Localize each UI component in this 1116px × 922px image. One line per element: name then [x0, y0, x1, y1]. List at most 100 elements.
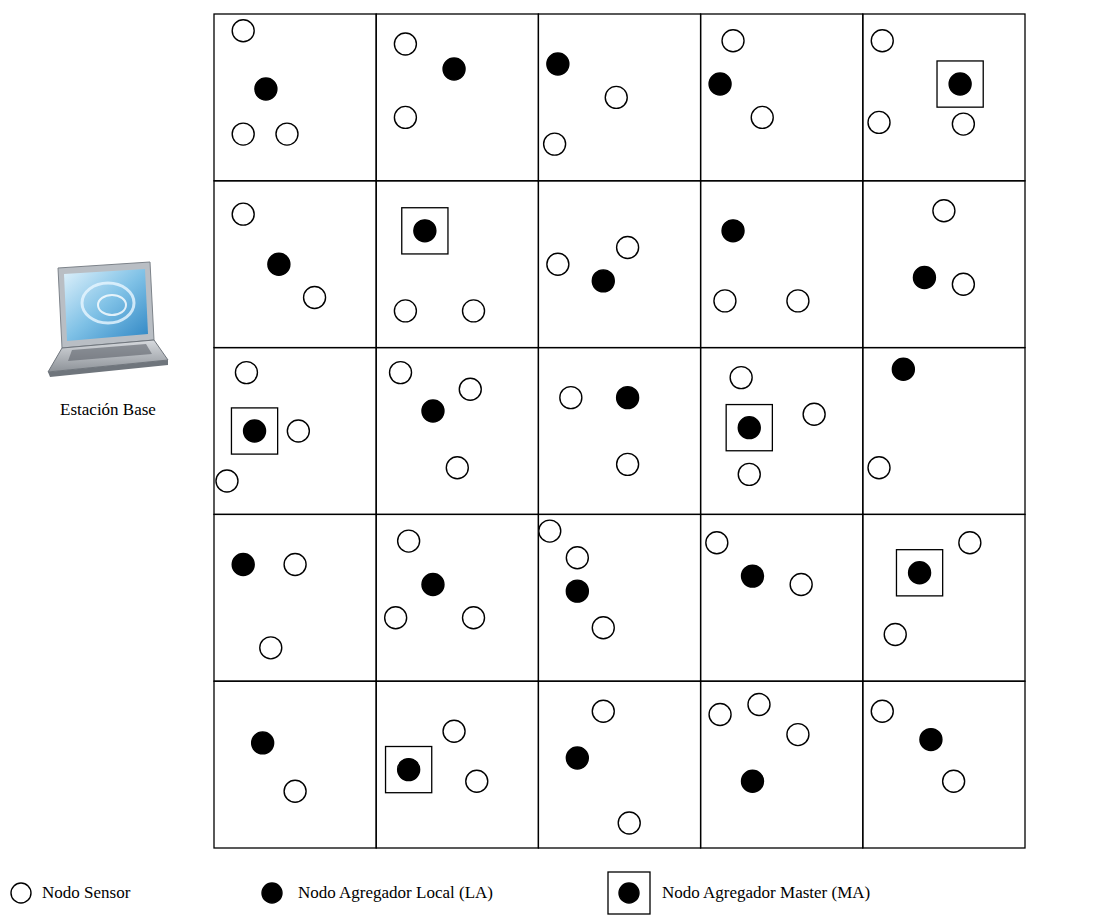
sensor-node [466, 770, 488, 792]
aggregator-node [742, 565, 764, 587]
sensor-node [443, 720, 465, 742]
aggregator-node [592, 270, 614, 292]
master-box [726, 405, 772, 451]
aggregator-node [566, 747, 588, 769]
sensor-node [459, 378, 481, 400]
sensor-node [560, 387, 582, 409]
sensor-node [287, 420, 309, 442]
sensor-node [304, 287, 326, 309]
aggregator-node [244, 420, 266, 442]
grid-cell [701, 514, 863, 681]
master-box [231, 408, 277, 454]
sensor-node [463, 607, 485, 629]
grid-cell [376, 181, 538, 348]
sensor-node [748, 694, 770, 716]
sensor-node [952, 113, 974, 135]
sensor-node [714, 290, 736, 312]
aggregator-node [398, 759, 420, 781]
aggregator-node [252, 732, 274, 754]
grid-cell [701, 681, 863, 848]
sensor-node [260, 637, 282, 659]
legend-label: Nodo Agregador Local (LA) [296, 883, 495, 903]
grid-cell [376, 514, 538, 681]
sensor-node [605, 86, 627, 108]
sensor-node [706, 532, 728, 554]
aggregator-node [422, 400, 444, 422]
sensor-node [216, 470, 238, 492]
aggregator-node [443, 58, 465, 80]
sensor-node [709, 704, 731, 726]
grid-cell [538, 348, 700, 515]
aggregator-node [913, 267, 935, 289]
sensor-node [933, 200, 955, 222]
sensor-node [284, 780, 306, 802]
aggregator-node [255, 78, 277, 100]
sensor-node [276, 123, 298, 145]
grid-cell [376, 681, 538, 848]
sensor-node [790, 573, 812, 595]
laptop-icon [48, 262, 168, 377]
sensor-node [539, 520, 561, 542]
grid-cell [863, 348, 1025, 515]
sensor-node [232, 123, 254, 145]
sensor-node [463, 300, 485, 322]
aggregator-node [422, 573, 444, 595]
sensor-node [394, 33, 416, 55]
sensor-node [446, 457, 468, 479]
aggregator-node [268, 253, 290, 275]
sensor-node [959, 532, 981, 554]
aggregator-node [617, 387, 639, 409]
sensor-grid [214, 14, 1025, 848]
aggregator-node [547, 53, 569, 75]
sensor-node [952, 273, 974, 295]
grid-cell [863, 681, 1025, 848]
legend-label: Nodo Sensor [40, 883, 132, 903]
sensor-node [284, 553, 306, 575]
sensor-node [232, 20, 254, 42]
sensor-node [943, 770, 965, 792]
grid-cell [376, 348, 538, 515]
aggregator-node [892, 358, 914, 380]
sensor-node [11, 883, 31, 903]
grid-cell [701, 181, 863, 348]
sensor-node [803, 403, 825, 425]
sensor-node [871, 30, 893, 52]
sensor-node [884, 623, 906, 645]
sensor-node [751, 106, 773, 128]
aggregator-node [262, 883, 282, 903]
aggregator-node [619, 883, 639, 903]
sensor-node [544, 133, 566, 155]
aggregator-node [566, 580, 588, 602]
sensor-node [787, 724, 809, 746]
grid-cell [214, 14, 376, 181]
legend-label: Nodo Agregador Master (MA) [660, 883, 872, 903]
master-box [402, 208, 448, 254]
aggregator-node [738, 417, 760, 439]
aggregator-node [949, 73, 971, 95]
sensor-node [394, 300, 416, 322]
grid-cell [863, 14, 1025, 181]
aggregator-node [742, 770, 764, 792]
sensor-node [398, 530, 420, 552]
master-box [608, 872, 650, 914]
aggregator-node [232, 553, 254, 575]
sensor-node [390, 362, 412, 384]
grid-cell [538, 181, 700, 348]
sensor-node [722, 30, 744, 52]
grid-cell [538, 514, 700, 681]
aggregator-node [920, 729, 942, 751]
grid-cell [214, 514, 376, 681]
sensor-node [385, 607, 407, 629]
grid-cell [376, 14, 538, 181]
sensor-node [730, 367, 752, 389]
sensor-node [592, 617, 614, 639]
sensor-node [235, 362, 257, 384]
grid-cell [214, 181, 376, 348]
master-box [937, 61, 983, 107]
grid-cell [538, 681, 700, 848]
sensor-node [868, 111, 890, 133]
grid-cell [214, 681, 376, 848]
sensor-node [738, 463, 760, 485]
sensor-node [232, 203, 254, 225]
